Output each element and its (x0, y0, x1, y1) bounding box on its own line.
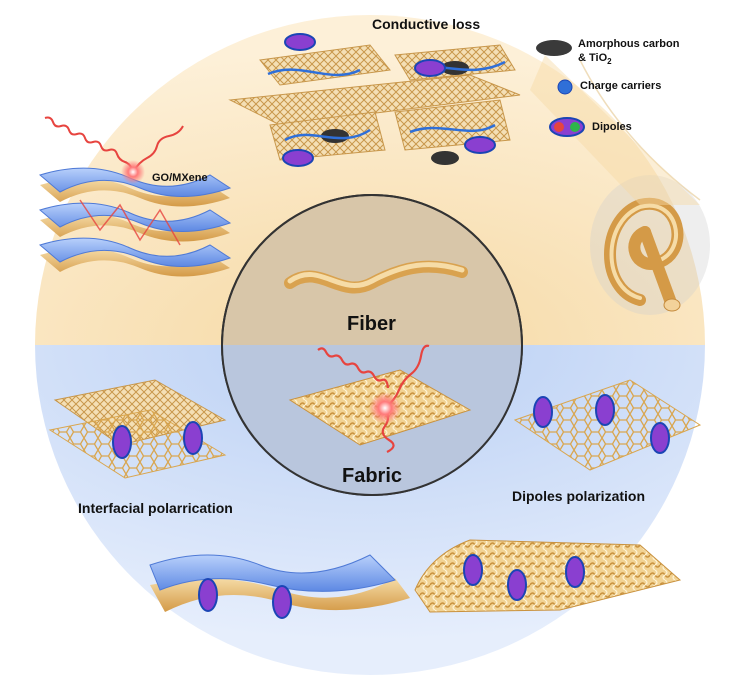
legend-charge-carriers: Charge carriers (580, 80, 662, 92)
dipoles-fabric (414, 539, 682, 613)
incident-wave-left (44, 116, 184, 173)
left-spark (121, 160, 145, 184)
fabric-label: Fabric (342, 465, 403, 487)
interfacial-title: Interfacial polarrication (78, 500, 233, 516)
legend-carbon-line2: & TiO2 (578, 52, 612, 66)
dipoles-title: Dipoles polarization (512, 488, 646, 504)
fiber-label: Fiber (347, 313, 396, 335)
interfacial-layers (149, 554, 410, 619)
go-mxene-label: GO/MXene (152, 172, 208, 184)
dipoles-hex-sheet (513, 379, 702, 471)
legend-icons (536, 40, 585, 137)
legend-dipoles: Dipoles (592, 121, 632, 133)
legend-carbon-sub: 2 (607, 57, 612, 67)
legend-carbon-line1: Amorphous carbon (578, 38, 680, 50)
conductive-loss-title: Conductive loss (372, 16, 481, 32)
center-circle (221, 194, 523, 496)
center-spark (369, 392, 401, 424)
fiber-coil (530, 55, 710, 315)
interfacial-lattice (48, 379, 227, 479)
go-mxene-stack (38, 167, 232, 277)
legend-carbon-tio: & TiO (578, 52, 608, 64)
conductive-dipoles (282, 33, 496, 167)
